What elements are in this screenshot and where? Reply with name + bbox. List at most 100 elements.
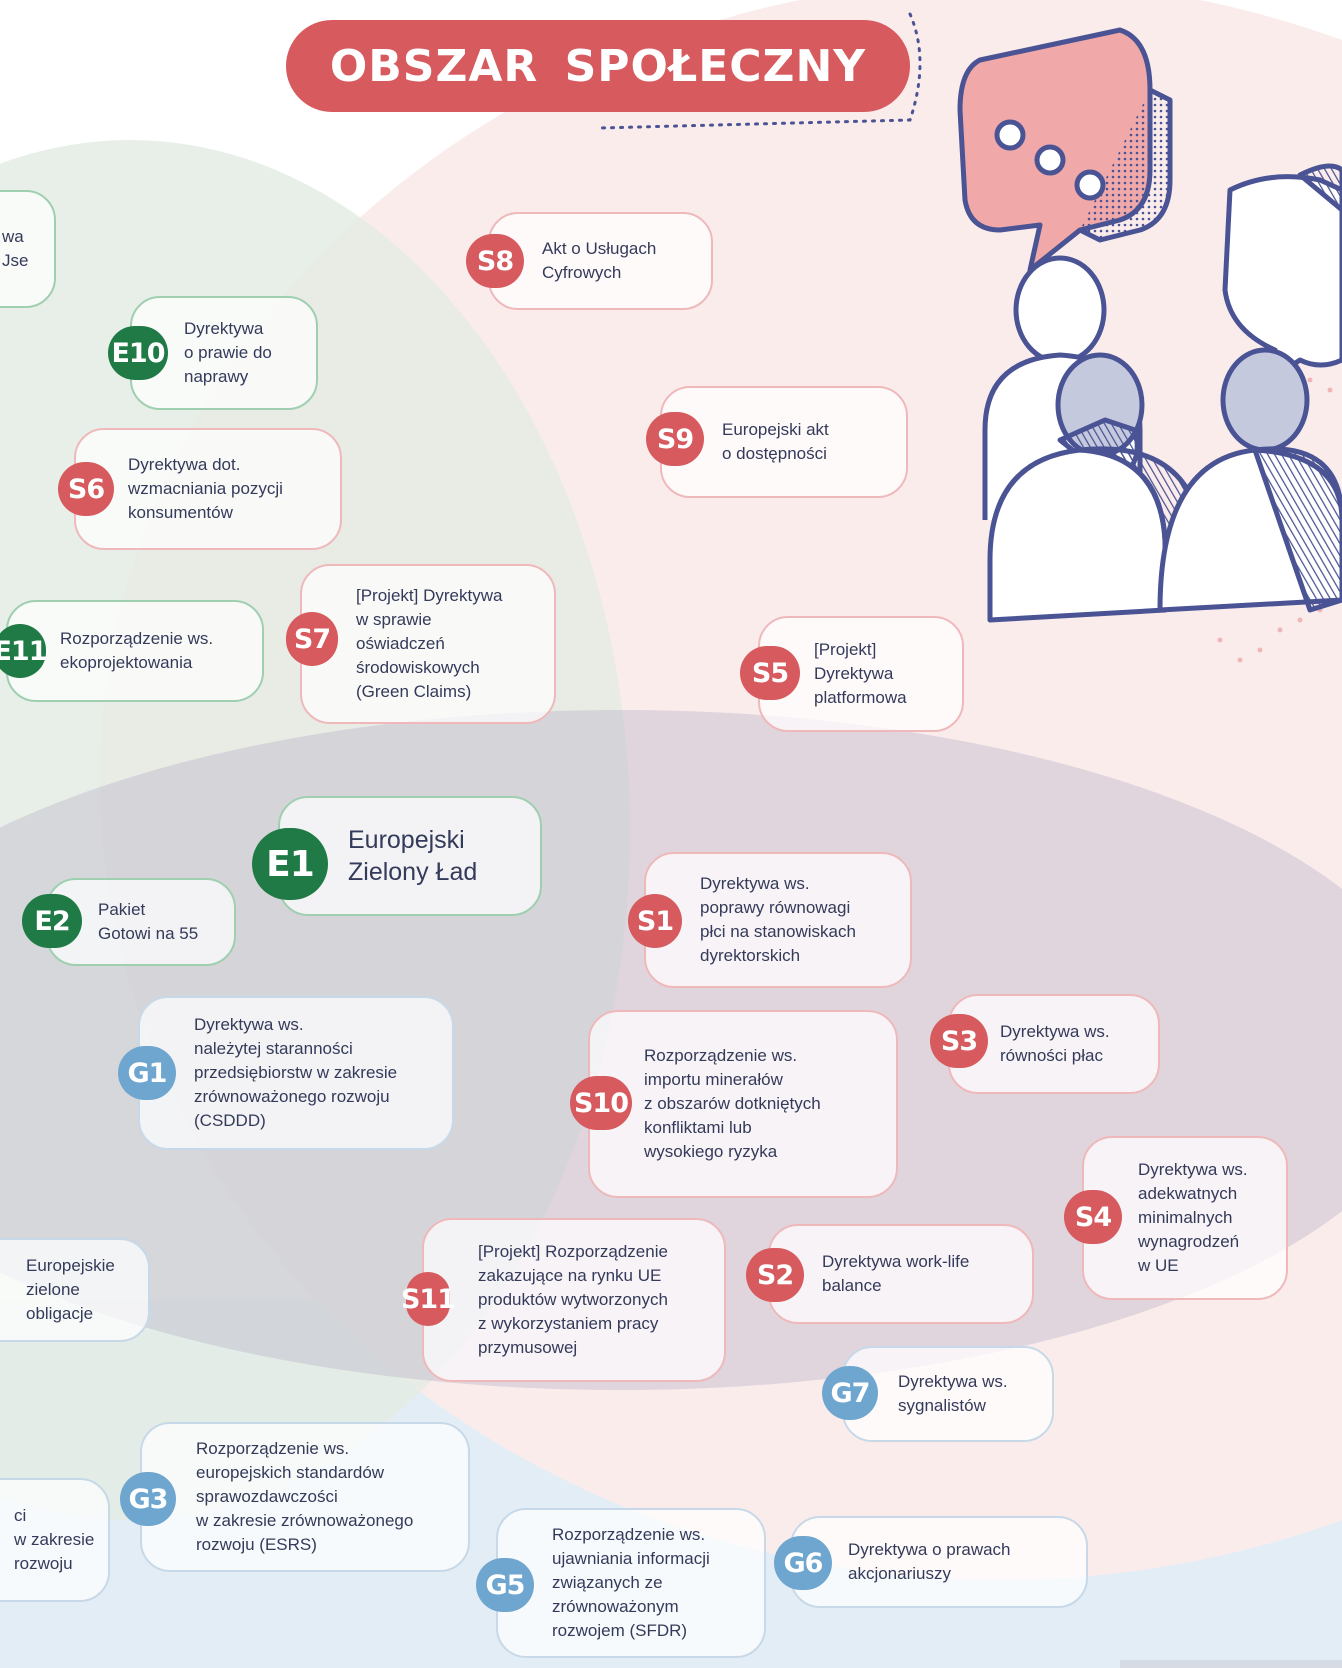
card-text-line: w sprawie xyxy=(356,610,432,629)
code-badge-s4: S4 xyxy=(1064,1190,1122,1244)
directive-card-s2: Dyrektywa work-life balance xyxy=(768,1224,1034,1324)
card-text-line: Europejskie xyxy=(26,1256,115,1275)
card-text-line: z wykorzystaniem pracy xyxy=(478,1314,659,1333)
code-badge-g7: G7 xyxy=(822,1366,878,1420)
card-text-line: Rozporządzenie ws. xyxy=(60,629,214,648)
card-text-line: Jse xyxy=(2,251,29,270)
directive-card-g3: Rozporządzenie ws. europejskich standardó… xyxy=(140,1422,470,1572)
card-text-line: Akt o Usługach xyxy=(542,239,657,258)
code-badge-s9: S9 xyxy=(646,412,704,466)
card-text-line: Dyrektywa work-life xyxy=(822,1252,970,1271)
card-text-line: Dyrektywa o prawach xyxy=(848,1540,1011,1559)
card-text-line: importu minerałów xyxy=(644,1070,783,1089)
card-text-line: akcjonariuszy xyxy=(848,1564,951,1583)
card-text-line: Europejski xyxy=(348,826,465,854)
card-text-line: Dyrektywa ws. xyxy=(1000,1022,1110,1041)
directive-card-e11: Rozporządzenie ws. ekoprojektowania xyxy=(6,600,264,702)
card-text-line: wa xyxy=(2,227,24,246)
card-text-line: ekoprojektowania xyxy=(60,653,193,672)
directive-card-s6: Dyrektywa dot. wzmacniania pozycji konsume… xyxy=(74,428,342,550)
card-text-line: równości płac xyxy=(1000,1046,1103,1065)
code-badge-g1: G1 xyxy=(118,1046,176,1100)
card-text-line: europejskich standardów xyxy=(196,1463,385,1482)
code-badge-s10: S10 xyxy=(570,1076,632,1130)
people-illustration xyxy=(957,27,1342,623)
code-badge-s6: S6 xyxy=(58,462,114,516)
directive-title: Dyrektywa ws.sygnalistów xyxy=(898,1370,1008,1418)
page-title: OBSZAR SPOŁECZNY xyxy=(286,20,910,112)
directive-title: Dyrektywa dot. wzmacniania pozycji konsume… xyxy=(128,453,283,525)
card-text-line: Rozporządzenie ws. xyxy=(552,1525,706,1544)
code-badge-g6: G6 xyxy=(774,1536,832,1590)
code-badge-e1: E1 xyxy=(252,828,328,900)
card-text-line: Dyrektywa xyxy=(814,664,894,683)
card-text-line: wynagrodzeń xyxy=(1138,1232,1240,1251)
card-text-line: w UE xyxy=(1138,1256,1179,1275)
card-text-line: rozwoju xyxy=(14,1554,73,1573)
card-text-line: balance xyxy=(822,1276,882,1295)
card-text-line: należytej staranności xyxy=(194,1039,353,1058)
card-text-line: o prawie do xyxy=(184,343,272,362)
card-text-line: rozwoju (ESRS) xyxy=(196,1535,317,1554)
card-text-line: Zielony Ład xyxy=(348,858,478,886)
card-text-line: z obszarów dotkniętych xyxy=(644,1094,821,1113)
card-text-line: Cyfrowych xyxy=(542,263,622,282)
card-text-line: platformowa xyxy=(814,688,907,707)
card-text-line: Dyrektywa ws. xyxy=(700,874,810,893)
card-text-line: dyrektorskich xyxy=(700,946,801,965)
card-text-line: [Projekt] Dyrektywa xyxy=(356,586,503,605)
card-text-line: ujawniania informacji xyxy=(552,1549,710,1568)
card-text-line: konsumentów xyxy=(128,503,233,522)
code-badge-s2: S2 xyxy=(746,1248,804,1302)
code-badge-s1: S1 xyxy=(628,894,682,948)
directive-title: Dyrektywa o prawach akcjonariuszy xyxy=(848,1538,1011,1586)
card-text-line: produktów wytworzonych xyxy=(478,1290,668,1309)
card-text-line: Dyrektywa dot. xyxy=(128,455,241,474)
card-text-line: środowiskowych xyxy=(356,658,480,677)
card-text-line: konfliktami lub xyxy=(644,1118,752,1137)
card-text-line: wysokiego ryzyka xyxy=(644,1142,778,1161)
card-text-line: Dyrektywa ws. xyxy=(1138,1160,1248,1179)
directive-title: Dyrektywa ws. równości płac xyxy=(1000,1020,1110,1068)
card-text-line: [Projekt] xyxy=(814,640,877,659)
card-text-line: w zakresie zrównoważonego xyxy=(196,1511,414,1530)
code-badge-s5: S5 xyxy=(740,646,800,700)
card-text-line: wzmacniania pozycji xyxy=(128,479,283,498)
directive-title: Rozporządzenie ws. europejskich standardó… xyxy=(196,1437,413,1557)
code-badge-g3: G3 xyxy=(120,1472,176,1526)
card-text-line: rozwojem (SFDR) xyxy=(552,1621,688,1640)
card-text-line: (Green Claims) xyxy=(356,682,472,701)
card-text-line: Rozporządzenie ws. xyxy=(196,1439,350,1458)
directive-title: Dyrektywa work-life balance xyxy=(822,1250,969,1298)
card-text-line: sygnalistów xyxy=(898,1396,986,1415)
card-text-line: Europejski akt xyxy=(722,420,829,439)
card-text-line: Dyrektywa xyxy=(184,319,264,338)
directive-card-g6: Dyrektywa o prawach akcjonariuszy xyxy=(790,1516,1088,1608)
code-badge-e10: E10 xyxy=(108,326,168,380)
card-text-line: w zakresie xyxy=(14,1530,95,1549)
code-badge-e2: E2 xyxy=(22,894,82,948)
card-text-line: (CSDDD) xyxy=(194,1111,266,1130)
